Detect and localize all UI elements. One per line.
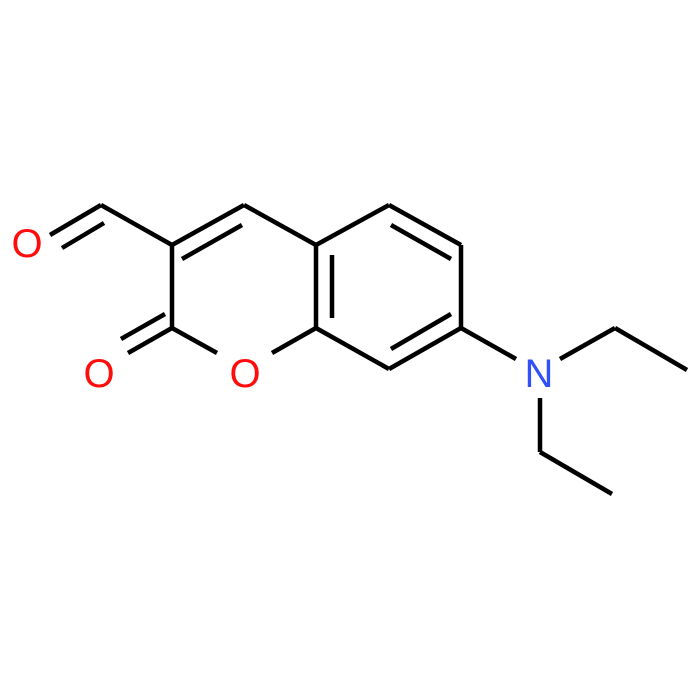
carbonyl-oxygen-label: O bbox=[83, 352, 114, 396]
c4a-c5-bond bbox=[314, 203, 391, 247]
nitrogen-label: N bbox=[525, 352, 554, 396]
c2-carbonyl-double-bond-outer bbox=[126, 326, 174, 355]
aldehyde-oxygen-label: O bbox=[11, 222, 42, 266]
c7-c8-double-bond-inner bbox=[389, 312, 453, 351]
ring-oxygen-label: O bbox=[229, 352, 260, 396]
ethyl1-ch2-ch3-bond bbox=[613, 326, 689, 372]
c3-c4-double-bond-inner bbox=[180, 223, 244, 261]
c5-c6-double-bond-inner bbox=[389, 223, 453, 261]
aldehyde-c-o-double-bond-outer bbox=[48, 203, 103, 237]
aldehyde-c-c3-bond bbox=[99, 203, 174, 247]
nitrogen-ethyl1-ch2-bond bbox=[558, 326, 617, 361]
ethyl2-ch2-ch3-bond bbox=[538, 450, 614, 496]
aldehyde-c-o-double-bond-inner bbox=[60, 221, 106, 250]
c2-carbonyl-double-bond-inner bbox=[119, 312, 167, 341]
c4-c4a-bond bbox=[242, 203, 318, 247]
c7-c8-double-bond-outer bbox=[387, 326, 463, 371]
c3-c4-double-bond-outer bbox=[170, 203, 246, 247]
c5-c6-double-bond-outer bbox=[387, 203, 463, 247]
ring-oxygen-c8a-bond bbox=[270, 326, 318, 355]
c8-c8a-bond bbox=[314, 326, 391, 371]
c2-ring-oxygen-bond bbox=[170, 326, 219, 355]
c7-nitrogen-bond bbox=[459, 326, 518, 361]
